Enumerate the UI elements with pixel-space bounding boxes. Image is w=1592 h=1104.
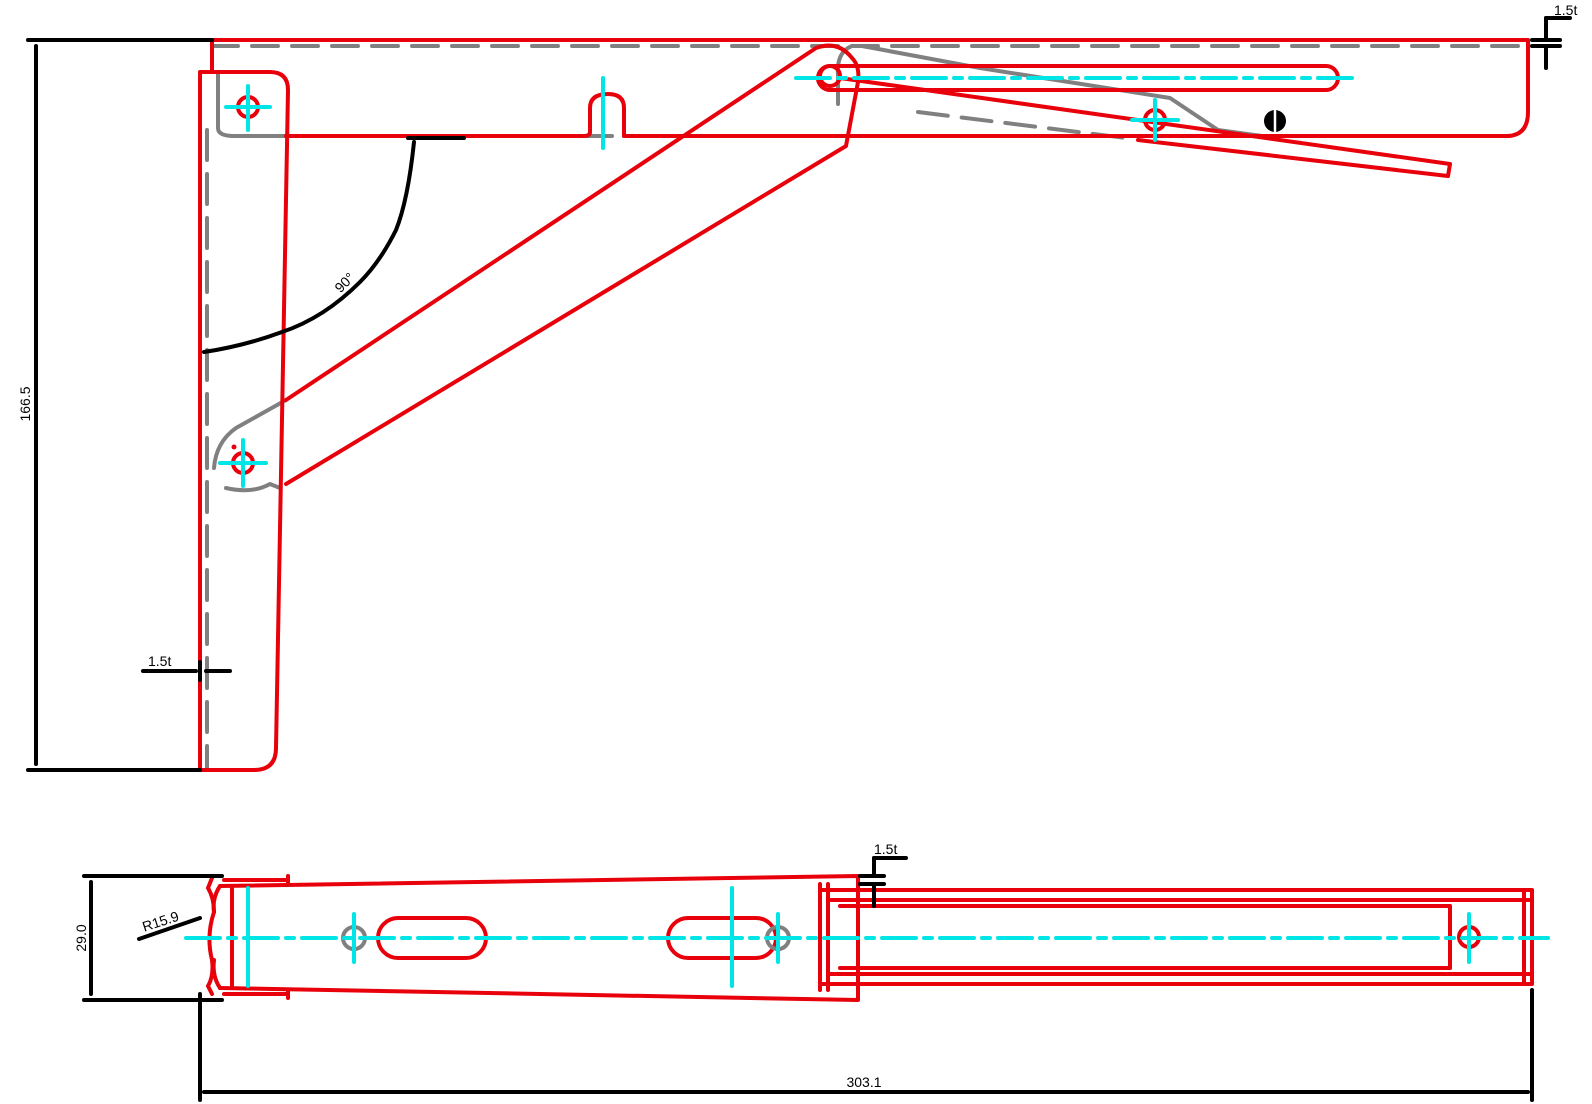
side-view xyxy=(26,16,1572,772)
dim-angle-label: 90° xyxy=(331,269,357,295)
red-dot xyxy=(231,444,237,450)
dim-thickness-plan-label: 1.5t xyxy=(874,841,897,857)
plan-view xyxy=(82,856,1550,1102)
hidden-lines xyxy=(205,44,1530,772)
shelf-arm-outline xyxy=(210,38,1530,138)
dimension-labels: 166.5 90° 1.5t 1.5t 29.0 R15.9 1.5t 303.… xyxy=(17,2,1577,1090)
side-dimensions xyxy=(26,16,1572,772)
dim-width-label: 29.0 xyxy=(73,924,89,951)
center-lines xyxy=(218,76,1358,488)
wall-leg-outline xyxy=(198,38,290,772)
plan-center-lines xyxy=(184,886,1550,988)
dim-thickness-top-label: 1.5t xyxy=(1554,2,1577,18)
diagonal-brace-outline xyxy=(284,43,861,486)
dim-length-label: 303.1 xyxy=(846,1074,881,1090)
dim-height-label: 166.5 xyxy=(17,386,33,421)
part-outlines xyxy=(198,38,1530,772)
plan-dimensions xyxy=(82,856,1534,1102)
rivet-icon xyxy=(1264,109,1286,133)
dim-thickness-left-label: 1.5t xyxy=(148,653,171,669)
